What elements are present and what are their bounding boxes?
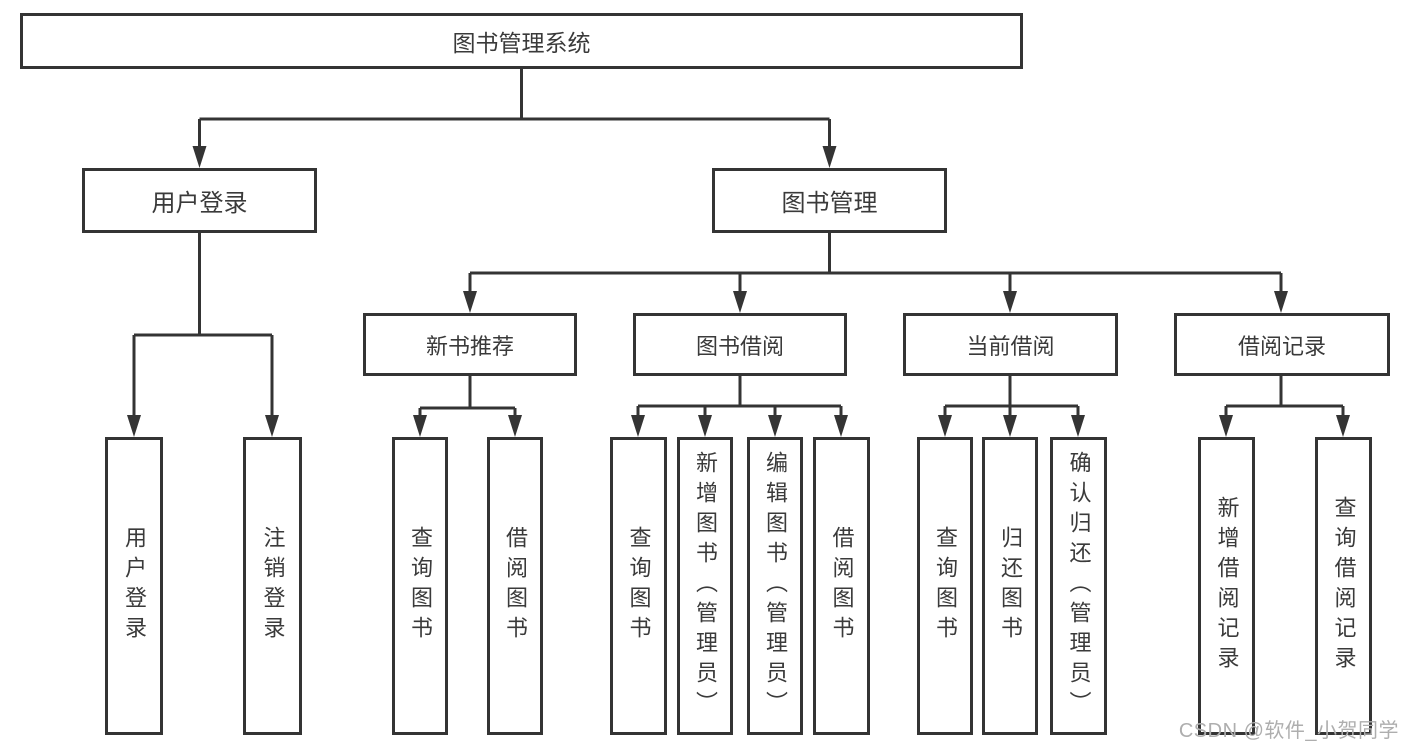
leaf-query-books-borrow: 查询图书 xyxy=(610,437,667,735)
node-current-borrow: 当前借阅 xyxy=(903,313,1118,376)
arrowhead-icon xyxy=(631,415,848,437)
leaf-borrow-books: 借阅图书 xyxy=(813,437,870,735)
leaf-confirm-return-admin: 确认归还（管理员） xyxy=(1050,437,1107,735)
arrowhead-icon xyxy=(127,415,279,437)
leaf-user-login: 用户登录 xyxy=(105,437,163,735)
leaf-query-books-borrow-label: 查询图书 xyxy=(626,526,652,646)
leaf-query-borrow-record-label: 查询借阅记录 xyxy=(1331,496,1357,676)
node-borrow-records: 借阅记录 xyxy=(1174,313,1390,376)
leaf-logout-label: 注销登录 xyxy=(260,526,286,646)
leaf-query-books-current-label: 查询图书 xyxy=(933,526,958,646)
connector-book-borrow-to-leaves xyxy=(636,376,843,419)
leaf-query-borrow-record: 查询借阅记录 xyxy=(1315,437,1372,735)
node-book-borrow-label: 图书借阅 xyxy=(695,333,784,359)
leaf-logout: 注销登录 xyxy=(243,437,302,735)
arrowhead-icon xyxy=(413,415,522,437)
arrowhead-icon xyxy=(938,415,1085,437)
leaf-query-books-recommend-label: 查询图书 xyxy=(408,526,433,646)
leaf-query-books-current: 查询图书 xyxy=(917,437,973,735)
connector-user-login-to-leaves xyxy=(132,233,274,419)
node-new-book-recommend-label: 新书推荐 xyxy=(425,333,514,359)
connector-current-borrow-to-leaves xyxy=(943,376,1080,419)
arrowhead-icon xyxy=(1219,415,1350,437)
leaf-borrow-books-recommend-label: 借阅图书 xyxy=(503,526,528,646)
arrowhead-icon xyxy=(463,291,1288,313)
node-root: 图书管理系统 xyxy=(20,13,1023,69)
node-borrow-records-label: 借阅记录 xyxy=(1237,333,1326,359)
leaf-return-book-label: 归还图书 xyxy=(998,526,1023,646)
leaf-return-book: 归还图书 xyxy=(982,437,1038,735)
leaf-add-borrow-record: 新增借阅记录 xyxy=(1198,437,1255,735)
connector-root-to-level2 xyxy=(198,69,831,150)
leaf-user-login-label: 用户登录 xyxy=(122,526,147,646)
leaf-confirm-return-admin-label: 确认归还（管理员） xyxy=(1066,451,1092,721)
leaf-edit-book-admin: 编辑图书（管理员） xyxy=(747,437,803,735)
node-book-borrow: 图书借阅 xyxy=(633,313,847,376)
leaf-borrow-books-label: 借阅图书 xyxy=(829,526,855,646)
node-book-management: 图书管理 xyxy=(712,168,947,233)
connector-borrow-records-to-leaves xyxy=(1224,376,1345,419)
node-current-borrow-label: 当前借阅 xyxy=(966,333,1055,359)
node-root-label: 图书管理系统 xyxy=(452,30,591,56)
node-user-login: 用户登录 xyxy=(82,168,317,233)
leaf-add-book-admin-label: 新增图书（管理员） xyxy=(693,451,718,721)
leaf-borrow-books-recommend: 借阅图书 xyxy=(487,437,543,735)
connector-new-book-recommend-to-leaves xyxy=(418,376,517,419)
leaf-add-book-admin: 新增图书（管理员） xyxy=(677,437,733,735)
node-user-login-label: 用户登录 xyxy=(151,190,248,217)
node-book-management-label: 图书管理 xyxy=(781,190,878,217)
leaf-edit-book-admin-label: 编辑图书（管理员） xyxy=(763,451,788,721)
leaf-query-books-recommend: 查询图书 xyxy=(392,437,448,735)
arrowhead-icon xyxy=(192,146,837,168)
leaf-add-borrow-record-label: 新增借阅记录 xyxy=(1214,496,1240,676)
watermark: CSDN @软件_小贺同学 xyxy=(1178,720,1399,742)
node-new-book-recommend: 新书推荐 xyxy=(363,313,577,376)
connector-book-management-to-level3 xyxy=(468,233,1283,296)
